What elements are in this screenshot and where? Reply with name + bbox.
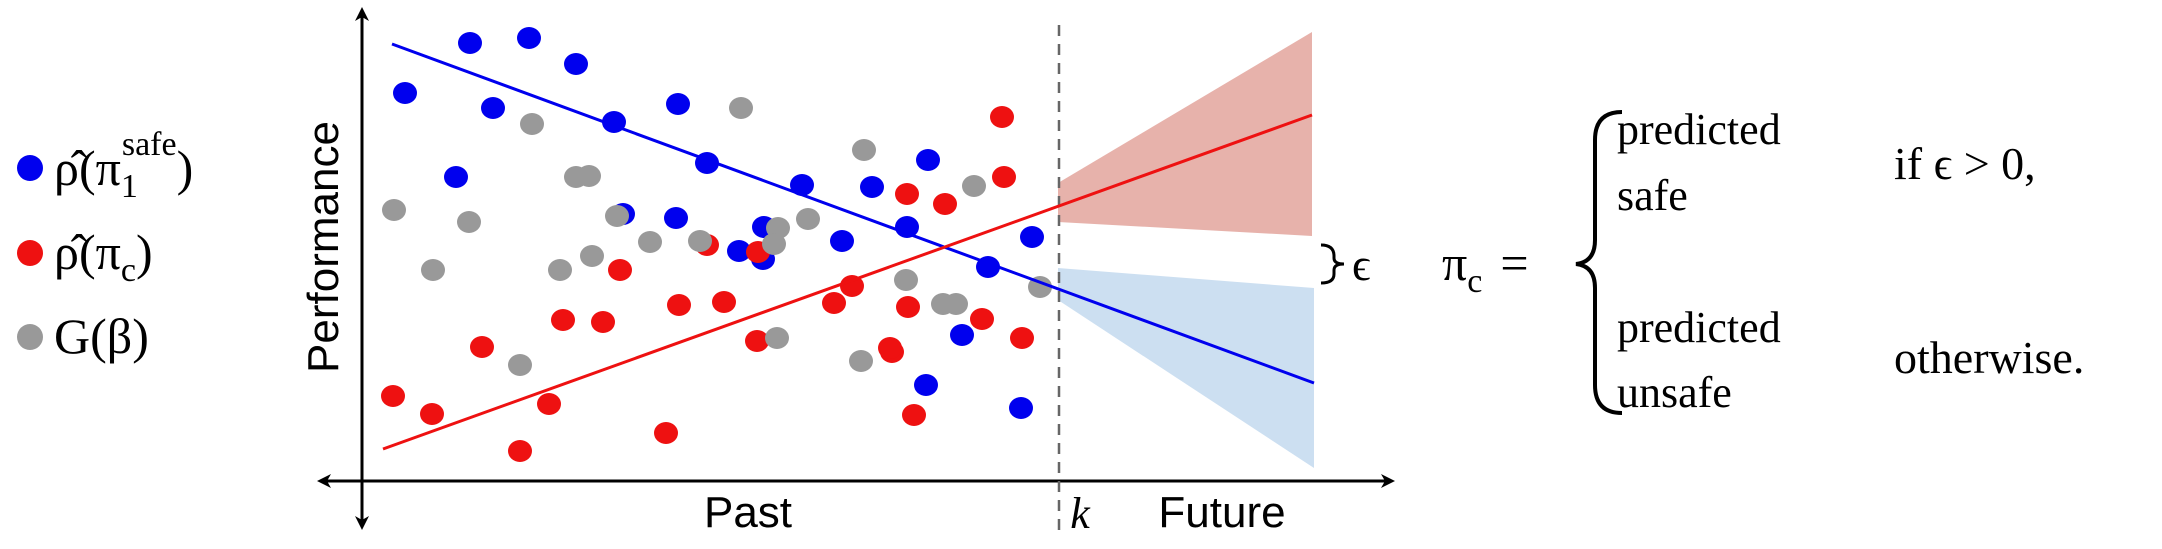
policy-equation: πc= predicted safe if ϵ > 0, predicted u… (1442, 105, 2084, 417)
blue-point (1020, 226, 1044, 248)
red-point (1010, 327, 1034, 349)
red-point (508, 440, 532, 462)
red-point (878, 337, 902, 359)
legend-label-red: ρ̂(πc) (54, 224, 153, 289)
y-axis-label: Performance (299, 121, 348, 373)
red-point (745, 330, 769, 352)
red-point (822, 292, 846, 314)
red-point (933, 193, 957, 215)
blue-point (458, 32, 482, 54)
gray-point (944, 293, 968, 315)
red-point (970, 308, 994, 330)
gray-point (421, 259, 445, 281)
red-point (591, 311, 615, 333)
equation-brace (1575, 110, 1623, 415)
gray-point (762, 233, 786, 255)
gray-point (894, 269, 918, 291)
case1-condition: if ϵ > 0, (1894, 138, 2036, 189)
legend-label-blue: ρ̂(π1safe) (54, 126, 193, 205)
blue-point (790, 174, 814, 196)
blue-point (444, 166, 468, 188)
case2-condition: otherwise. (1894, 332, 2084, 383)
blue-point (830, 230, 854, 252)
k-label: k (1070, 489, 1091, 538)
red-point (992, 166, 1016, 188)
gray-point (849, 350, 873, 372)
blue-point (1009, 397, 1033, 419)
red-point (420, 403, 444, 425)
blue-point (393, 82, 417, 104)
blue-point (916, 149, 940, 171)
legend-marker-red (17, 240, 43, 266)
gray-point (457, 211, 481, 233)
red-point (654, 422, 678, 444)
red-point (381, 385, 405, 407)
red-trend-line (382, 113, 1313, 451)
gray-point (508, 354, 532, 376)
red-point (608, 259, 632, 281)
case2-line2: unsafe (1617, 368, 1732, 417)
epsilon-label: ϵ (1352, 239, 1371, 290)
blue-point (727, 240, 751, 262)
blue-point (950, 324, 974, 346)
equation-lhs: πc= (1442, 235, 1529, 300)
gray-point (548, 259, 572, 281)
red-point (537, 393, 561, 415)
red-point (896, 296, 920, 318)
scatter-points (381, 27, 1052, 462)
blue-point (564, 53, 588, 75)
red-point (712, 291, 736, 313)
legend: ρ̂(π1safe) ρ̂(πc) G(β) (17, 126, 193, 364)
blue-trend-line (391, 42, 1315, 385)
x-axis-future-label: Future (1158, 488, 1285, 537)
gray-point (605, 205, 629, 227)
red-point (470, 336, 494, 358)
gray-point (765, 327, 789, 349)
blue-point (860, 176, 884, 198)
red-point (990, 106, 1014, 128)
gray-point (688, 230, 712, 252)
red-point (667, 294, 691, 316)
blue-point (914, 374, 938, 396)
legend-label-gray: G(β) (54, 308, 149, 364)
blue-point (481, 97, 505, 119)
gray-point (382, 199, 406, 221)
red-prediction-band (1058, 32, 1312, 236)
blue-point (517, 27, 541, 49)
epsilon-brace (1320, 243, 1345, 285)
gray-point (796, 208, 820, 230)
x-axis-past-label: Past (704, 488, 792, 537)
red-point (895, 183, 919, 205)
red-point (840, 275, 864, 297)
case1-line1: predicted (1617, 105, 1781, 154)
gray-point (638, 231, 662, 253)
gray-point (729, 97, 753, 119)
gray-point (564, 166, 588, 188)
red-point (902, 404, 926, 426)
gray-point (520, 113, 544, 135)
blue-prediction-band (1058, 268, 1314, 468)
legend-marker-blue (17, 155, 43, 181)
gray-point (852, 139, 876, 161)
case2-line1: predicted (1617, 303, 1781, 352)
red-point (551, 309, 575, 331)
blue-point (666, 93, 690, 115)
case1-line2: safe (1617, 171, 1688, 220)
gray-point (580, 245, 604, 267)
legend-marker-gray (17, 324, 43, 350)
blue-point (664, 207, 688, 229)
gray-point (962, 175, 986, 197)
